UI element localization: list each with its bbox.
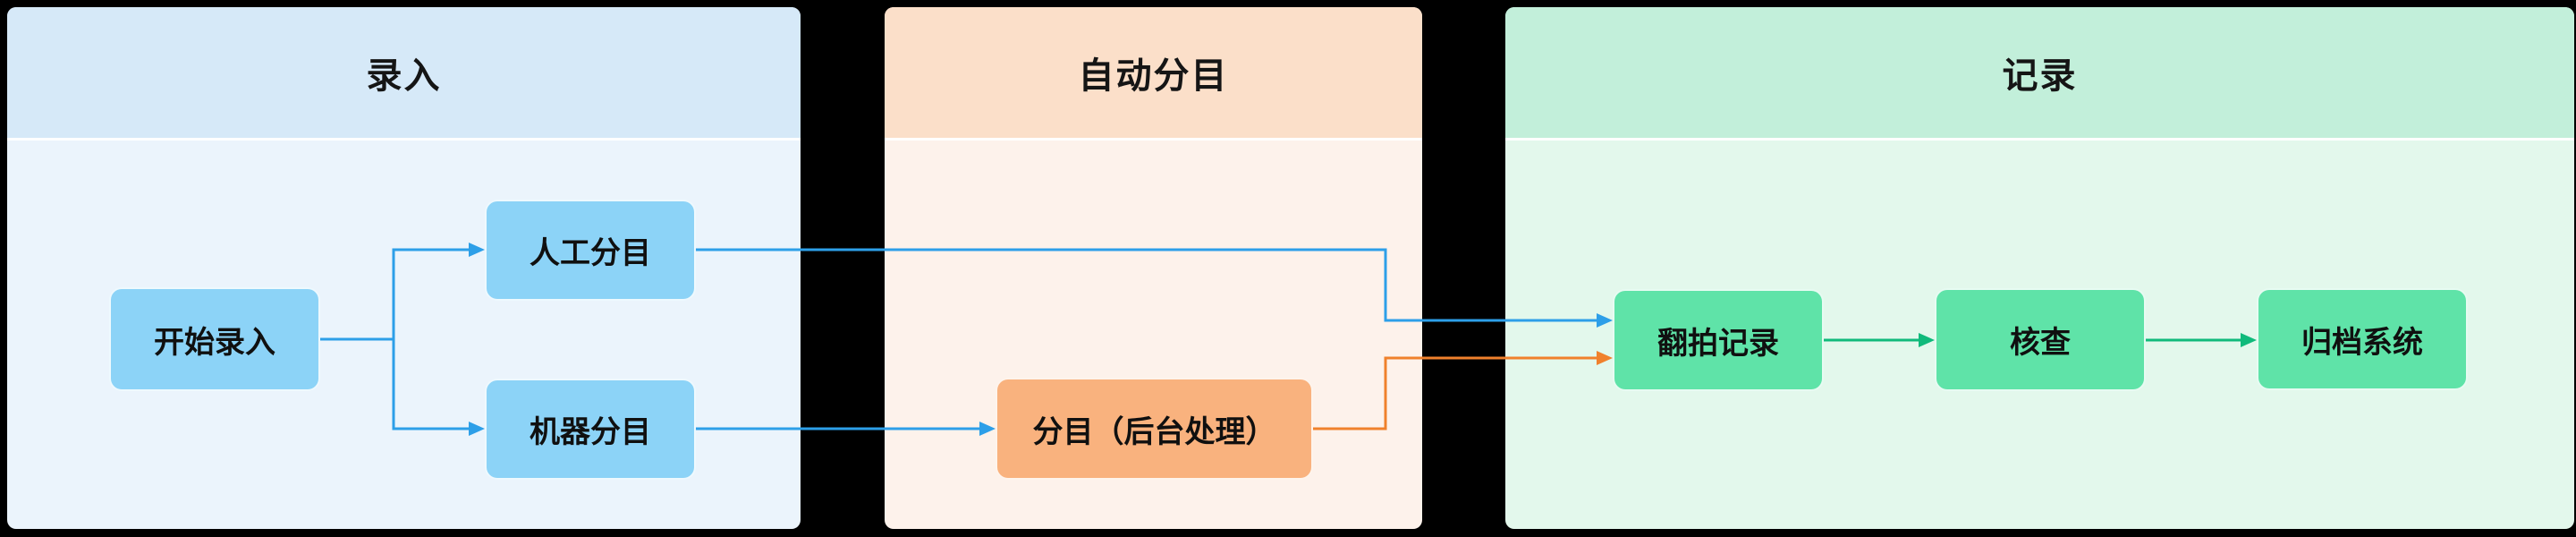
lane-entry-header: 录入 xyxy=(7,7,801,141)
node-manual-categorize: 人工分目 xyxy=(485,200,696,301)
node-start-entry: 开始录入 xyxy=(109,287,320,391)
node-categorize-background: 分目（后台处理） xyxy=(996,378,1313,480)
node-check: 核查 xyxy=(1935,288,2146,391)
node-machine-categorize: 机器分目 xyxy=(485,379,696,480)
node-archive-system: 归档系统 xyxy=(2257,288,2468,390)
node-categorize-background-label: 分目（后台处理） xyxy=(1032,414,1276,449)
lane-auto-categorize-header: 自动分目 xyxy=(885,7,1422,141)
edge-categorize-to-rephoto xyxy=(1313,351,1613,430)
lane-entry-title: 录入 xyxy=(366,56,442,96)
lane-record-title: 记录 xyxy=(2002,56,2078,96)
edge-start-to-manual xyxy=(320,243,485,341)
lane-record: 记录 xyxy=(1505,7,2574,529)
node-start-entry-label: 开始录入 xyxy=(154,325,275,360)
edge-manual-to-rephoto xyxy=(696,248,1613,328)
node-manual-categorize-label: 人工分目 xyxy=(530,236,651,270)
lane-auto-categorize-title: 自动分目 xyxy=(1078,56,1229,96)
node-rephoto-record: 翻拍记录 xyxy=(1613,289,1824,391)
node-archive-system-label: 归档系统 xyxy=(2301,325,2423,360)
edge-start-to-machine xyxy=(392,339,485,436)
node-check-label: 核查 xyxy=(2010,326,2071,360)
node-rephoto-record-label: 翻拍记录 xyxy=(1657,326,1779,361)
node-machine-categorize-label: 机器分目 xyxy=(530,415,651,449)
lane-record-header: 记录 xyxy=(1505,7,2574,141)
